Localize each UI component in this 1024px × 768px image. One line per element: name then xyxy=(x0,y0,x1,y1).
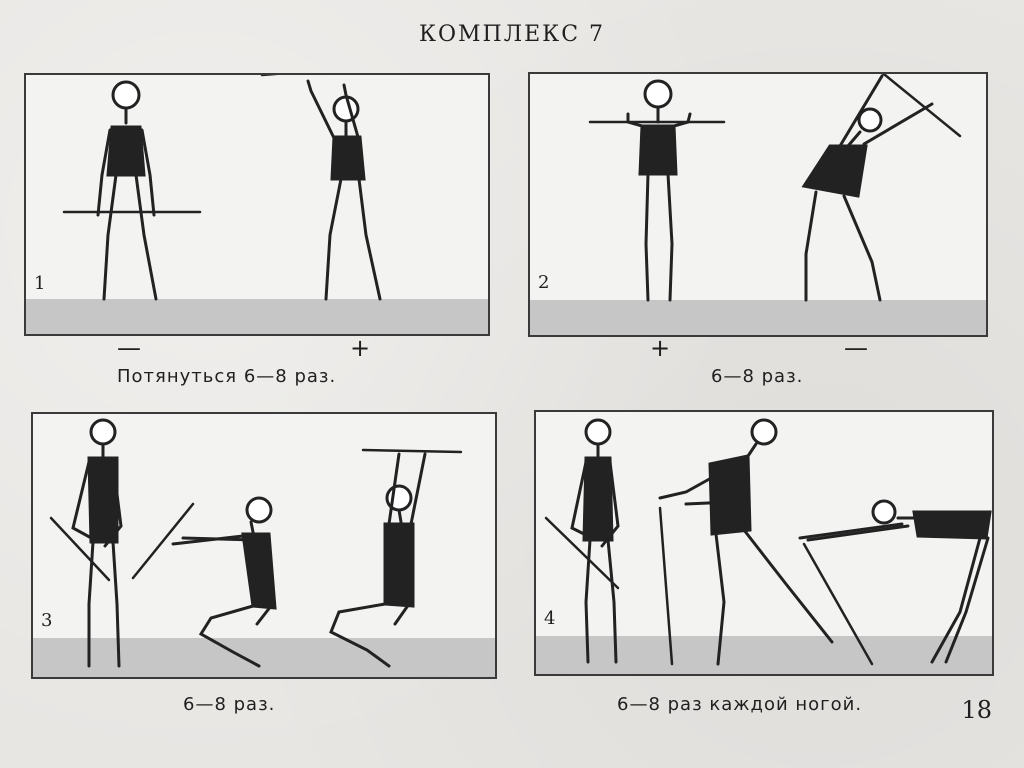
exercise-panel-3: 3 xyxy=(31,412,497,679)
exercise-panel-1: 1 xyxy=(24,73,490,336)
exercise-number-2: 2 xyxy=(538,272,550,293)
sign-plus-1: + xyxy=(350,334,371,362)
exercise-panel-2: 2 xyxy=(528,72,988,337)
exercise-illustration-4 xyxy=(536,418,992,674)
exercise-number-1: 1 xyxy=(34,273,46,294)
exercise-illustration-3 xyxy=(33,418,495,677)
sign-minus-1: — xyxy=(117,334,141,362)
exercise-caption-3: 6—8 раз. xyxy=(183,694,276,715)
sign-minus-2: — xyxy=(844,334,868,362)
page-title: КОМПЛЕКС 7 xyxy=(418,22,606,47)
exercise-number-3: 3 xyxy=(41,610,53,631)
exercise-panel-4: 4 xyxy=(534,410,994,676)
sign-plus-2: + xyxy=(650,334,671,362)
exercise-caption-4: 6—8 раз каждой ногой. xyxy=(617,694,863,715)
exercise-illustration-2 xyxy=(530,74,986,335)
exercise-caption-2: 6—8 раз. xyxy=(711,366,804,387)
exercise-number-4: 4 xyxy=(544,608,556,629)
exercise-caption-1: Потянуться 6—8 раз. xyxy=(117,366,337,387)
page-number: 18 xyxy=(961,696,992,724)
exercise-illustration-1 xyxy=(26,75,488,334)
